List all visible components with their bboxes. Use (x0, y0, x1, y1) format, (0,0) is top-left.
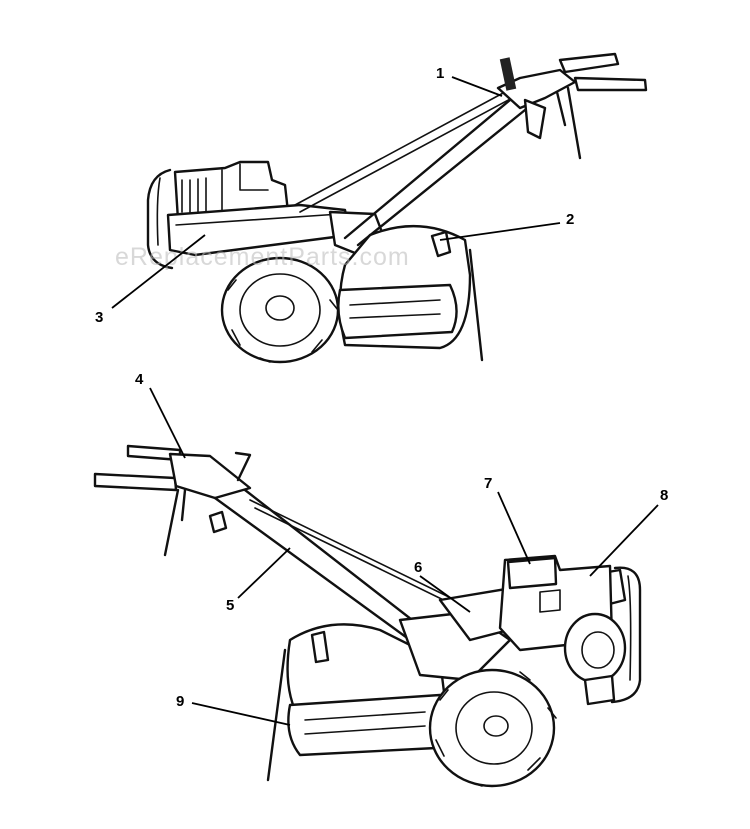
leader-7 (497, 491, 531, 565)
callout-7: 7 (484, 475, 492, 492)
callout-3: 3 (95, 309, 103, 326)
callout-2: 2 (566, 211, 574, 228)
leader-4 (149, 387, 186, 459)
callout-5: 5 (226, 597, 234, 614)
leader-6 (419, 575, 471, 613)
callout-8: 8 (660, 487, 668, 504)
leader-3 (111, 234, 206, 309)
watermark-text: eReplacementParts.com (115, 243, 410, 271)
tiller-bottom-view (93, 444, 642, 788)
callout-6: 6 (414, 559, 422, 576)
leader-9 (191, 702, 291, 726)
leader-1 (451, 76, 503, 97)
callout-1: 1 (436, 65, 444, 82)
callout-9: 9 (176, 693, 184, 710)
tiller-top-view (146, 52, 648, 364)
leader-2 (439, 222, 561, 241)
leader-8 (589, 504, 659, 577)
leader-5 (237, 547, 291, 599)
callout-4: 4 (135, 371, 144, 388)
